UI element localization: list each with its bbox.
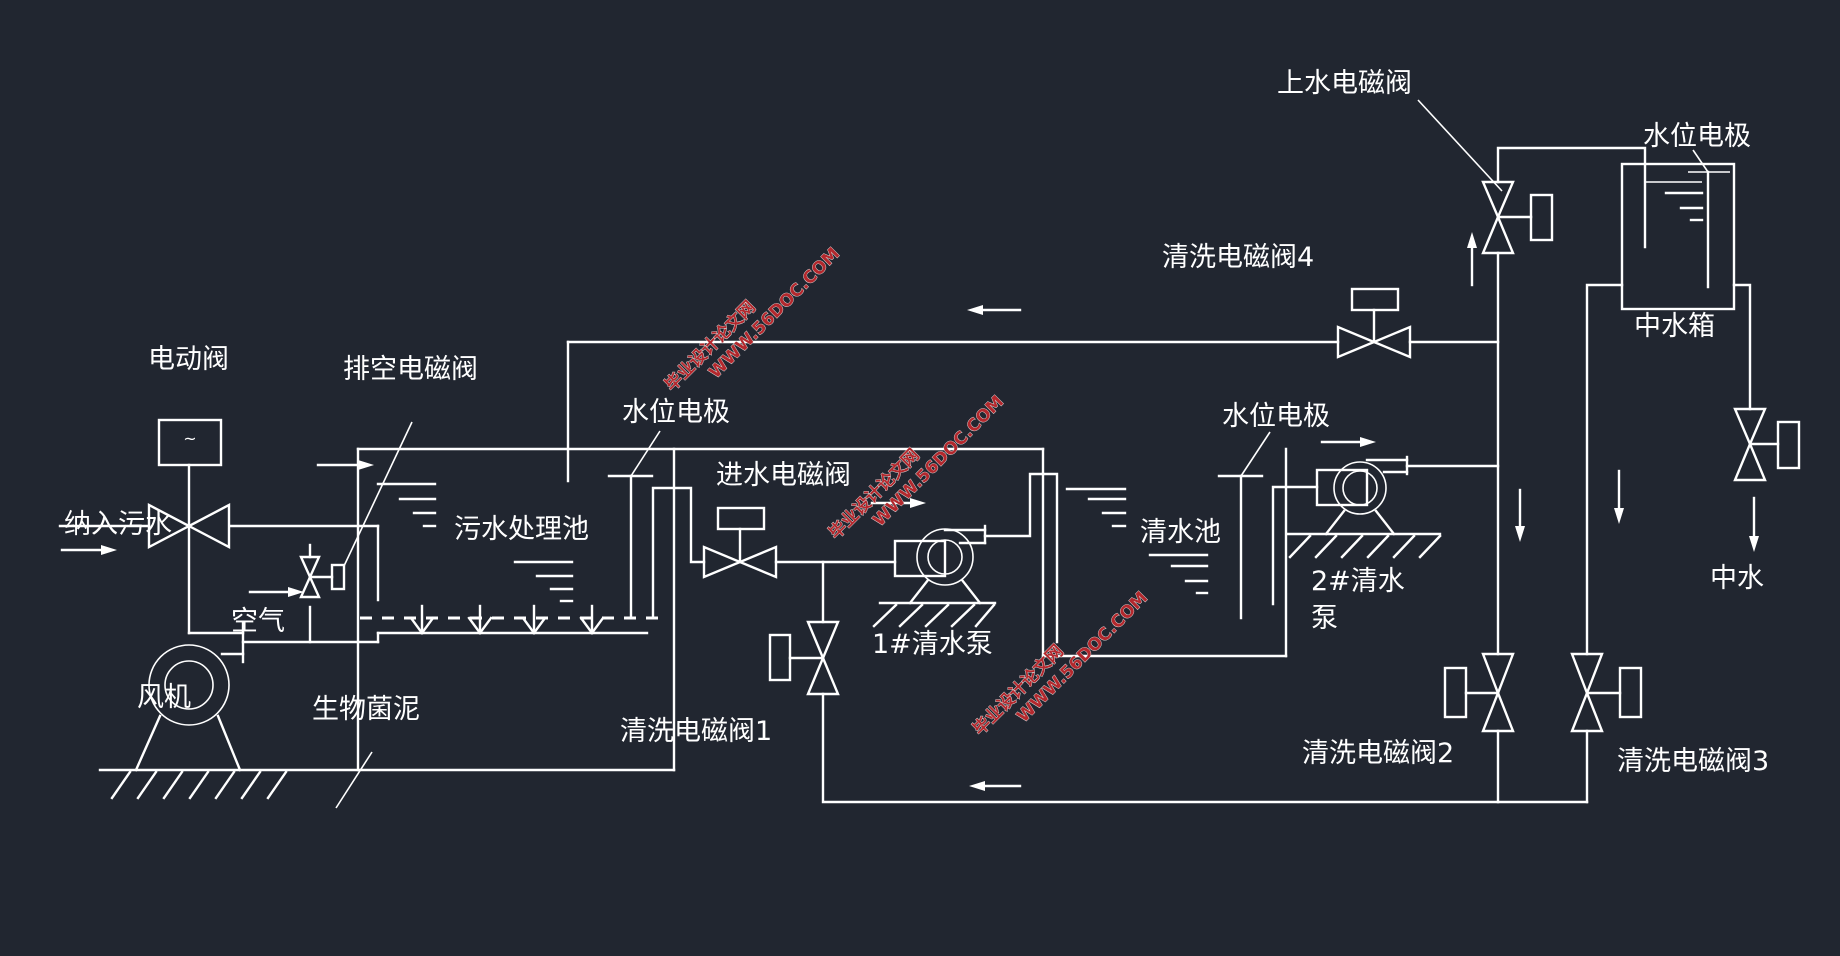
label-pump-1: 1#清水泵 (872, 629, 993, 660)
label-sewage-tank: 污水处理池 (454, 514, 589, 545)
label-clean-tank: 清水池 (1140, 517, 1221, 548)
label-drain-solenoid-valve: 排空电磁阀 (343, 354, 478, 385)
watermark-url: WWW.56DOC.COM (1013, 588, 1152, 727)
label-pump-2-line1: 2#清水 (1311, 566, 1405, 597)
flush4-return-arrow (967, 305, 1022, 315)
label-reclaimed-tank: 中水箱 (1634, 311, 1715, 342)
level-electrode-3 (1688, 149, 1730, 289)
watermark-2: 毕业设计论文网 WWW.56DOC.COM (824, 392, 1008, 544)
label-motor-valve: 电动阀 (148, 344, 229, 375)
flush3-down-arrow (1614, 469, 1624, 524)
motor-symbol-icon: ~ (183, 429, 196, 448)
label-reclaimed-water: 中水 (1710, 563, 1764, 594)
flush-valve-3[interactable] (1570, 652, 1643, 733)
label-flush-valve-4: 清洗电磁阀4 (1162, 242, 1314, 273)
label-pump-2-line2: 泵 (1311, 603, 1338, 634)
clean-water-level-bottom (1148, 553, 1209, 595)
pump-1[interactable] (893, 524, 987, 605)
motor-valve[interactable]: ~ (147, 418, 231, 549)
clean-water-tank (1041, 447, 1288, 658)
label-flush-valve-3: 清洗电磁阀3 (1617, 746, 1769, 777)
clean-water-level-top (1065, 487, 1127, 528)
flush-return-pipe (821, 692, 1589, 804)
flush-bottom-arrow (969, 781, 1022, 791)
flush-valve-2[interactable] (1443, 652, 1515, 733)
watermark-1: 毕业设计论文网 WWW.56DOC.COM (660, 244, 844, 396)
drain-valve-leader (343, 421, 413, 567)
reclaimed-out-arrow (1749, 496, 1759, 552)
pump2-suction-pipe (1271, 485, 1319, 606)
label-inlet-solenoid-valve: 进水电磁阀 (716, 460, 851, 491)
flush-valve-1[interactable] (768, 620, 840, 696)
pump-2[interactable] (1315, 455, 1409, 536)
label-flush-valve-1: 清洗电磁阀1 (620, 716, 772, 747)
tank-supply-pipe (1496, 146, 1647, 249)
supply-valve-leader (1417, 99, 1503, 192)
riser-down-arrow (1515, 488, 1525, 542)
label-level-electrode-1: 水位电极 (622, 397, 730, 428)
sewage-flow-arrow (60, 545, 117, 555)
watermark-url: WWW.56DOC.COM (705, 244, 844, 383)
label-sewage-inlet: 纳入污水 (64, 509, 172, 540)
reclaimed-water-tank (1620, 162, 1736, 311)
pump1-flow-arrow (870, 498, 926, 508)
flush-valve-4[interactable] (1336, 287, 1412, 359)
sewage-tank (356, 447, 1045, 772)
sewage-water-level-top (376, 482, 437, 528)
label-level-electrode-2: 水位电极 (1222, 401, 1330, 432)
inlet-pipe (58, 524, 380, 602)
reclaimed-outlet-pipe (1732, 283, 1752, 411)
drain-solenoid-valve[interactable] (299, 543, 346, 644)
reclaimed-water-level (1645, 181, 1704, 222)
sewage-water-level-bottom (513, 560, 574, 603)
level-electrode-1 (607, 430, 661, 620)
label-flush-valve-2: 清洗电磁阀2 (1302, 738, 1454, 769)
transfer-pipe (651, 486, 706, 620)
pump1-ground (872, 601, 997, 628)
pump2-flow-arrow (1320, 437, 1376, 447)
aerator-heads (409, 604, 605, 636)
sludge-leader (335, 751, 373, 809)
supply-up-arrow (1467, 232, 1477, 287)
reclaimed-outlet-valve[interactable] (1733, 407, 1801, 482)
level-electrode-2 (1217, 431, 1271, 620)
label-bio-sludge: 生物菌泥 (312, 694, 420, 725)
air-flow-arrow (248, 587, 304, 597)
pump2-ground (1285, 532, 1442, 559)
flush3-riser (1585, 283, 1624, 656)
inlet-solenoid-valve[interactable] (702, 506, 778, 579)
label-supply-solenoid-valve: 上水电磁阀 (1277, 68, 1412, 99)
supply-solenoid-valve[interactable] (1481, 180, 1554, 255)
blower[interactable] (134, 524, 245, 772)
blower-ground (98, 768, 676, 800)
pump1-discharge-pipe (983, 472, 1059, 644)
watermark-url: WWW.56DOC.COM (869, 392, 1008, 531)
drain-flow-arrow (316, 460, 374, 470)
label-air: 空气 (231, 606, 285, 637)
label-blower: 风机 (137, 682, 191, 713)
watermark-3: 毕业设计论文网 WWW.56DOC.COM (968, 588, 1152, 740)
label-level-electrode-3: 水位电极 (1643, 121, 1751, 152)
motor-actuator-box (157, 418, 223, 467)
